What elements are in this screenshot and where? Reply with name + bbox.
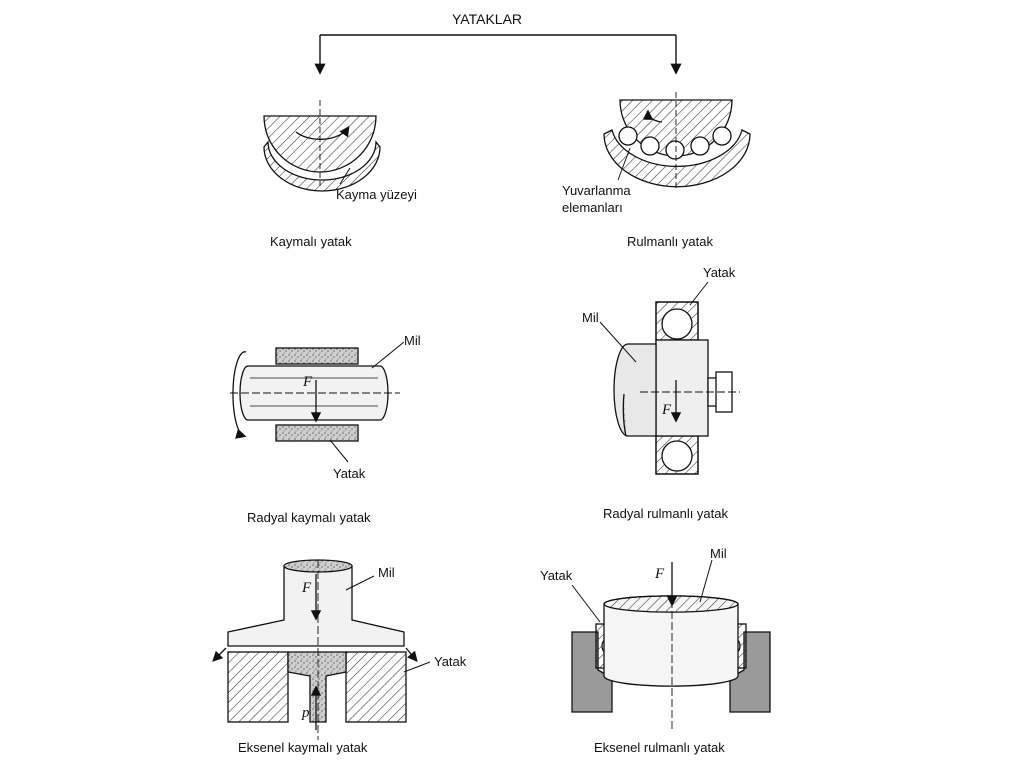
radial-rolling-bearing-sketch [599, 281, 740, 475]
rolling-bearing-caption: Rulmanlı yatak [627, 234, 713, 249]
mid-right-force-label: F [662, 402, 672, 418]
mid-right-shaft-label: Mil [582, 310, 599, 325]
bottom-left-shaft-label: Mil [378, 565, 395, 580]
bottom-right-bearing-label: Yatak [540, 568, 573, 583]
bottom-left-force-label: F [302, 580, 312, 596]
rolling-elements-label-line1: Yuvarlanma [562, 183, 631, 198]
radial-sliding-caption: Radyal kaymalı yatak [247, 510, 371, 525]
axial-sliding-bearing-sketch [212, 559, 431, 740]
bottom-left-bearing-label: Yatak [434, 654, 467, 669]
diagram-title: YATAKLAR [452, 11, 523, 27]
rolling-elements-label-line2: elemanları [562, 200, 623, 215]
rolling-bearing-sketch [603, 92, 751, 188]
sliding-surface-label: Kayma yüzeyi [336, 187, 417, 202]
axial-sliding-caption: Eksenel kaymalı yatak [238, 740, 368, 755]
sliding-bearing-sketch [263, 100, 381, 192]
bottom-right-shaft-label: Mil [710, 546, 727, 561]
bottom-left-pressure-label: p [302, 705, 310, 721]
mid-left-bearing-label: Yatak [333, 466, 366, 481]
axial-rolling-caption: Eksenel rulmanlı yatak [594, 740, 725, 755]
bottom-right-force-label: F [655, 566, 665, 582]
mid-left-force-label: F [303, 374, 313, 390]
sliding-bearing-caption: Kaymalı yatak [270, 234, 352, 249]
radial-rolling-caption: Radyal rulmanlı yatak [603, 506, 728, 521]
mid-left-shaft-label: Mil [404, 333, 421, 348]
radial-sliding-bearing-sketch [230, 341, 405, 463]
axial-rolling-bearing-sketch [571, 559, 771, 730]
tree-connector [314, 34, 682, 75]
mid-right-bearing-label: Yatak [703, 265, 736, 280]
